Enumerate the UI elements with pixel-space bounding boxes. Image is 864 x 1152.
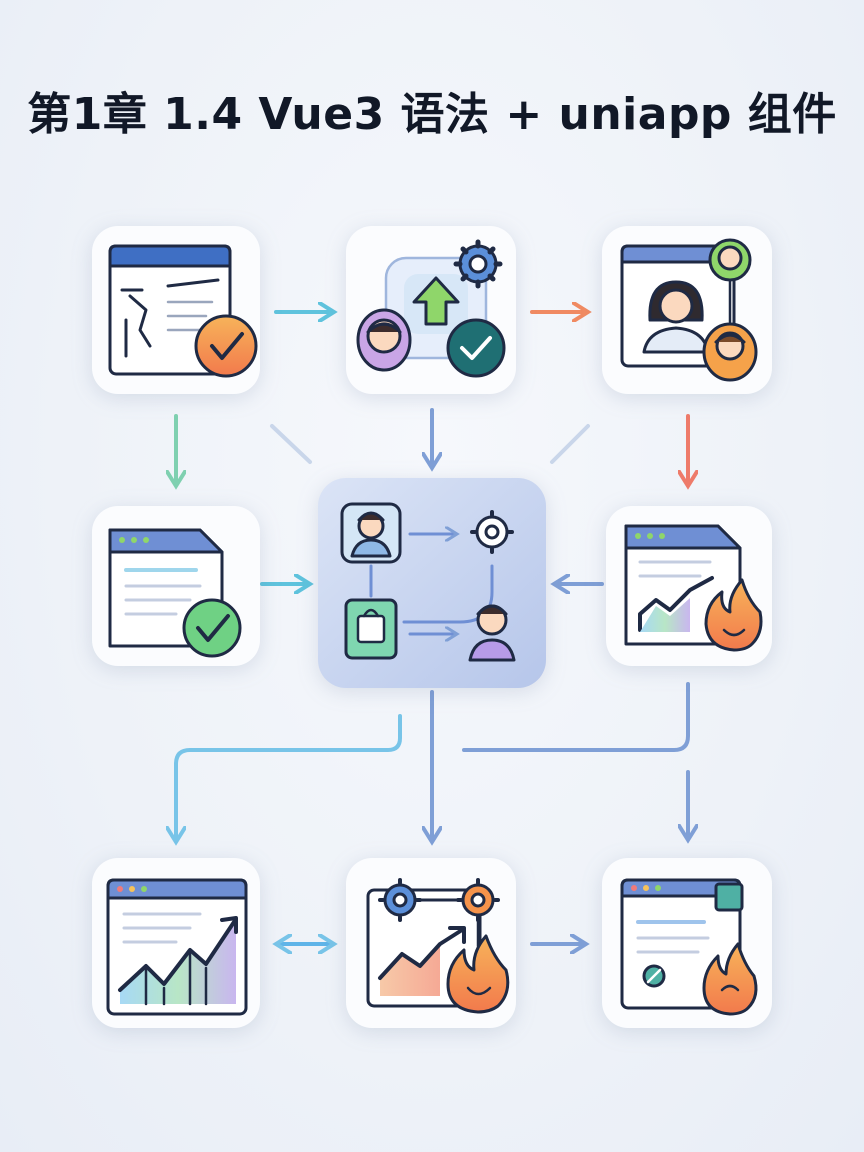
diag-3-hub <box>550 424 590 464</box>
small-avatar-icon <box>708 238 752 282</box>
arrow-6-9 <box>462 682 690 752</box>
gear-icon <box>456 878 500 922</box>
user-upload-gear-icon <box>356 239 506 378</box>
fire-icon <box>702 942 758 1016</box>
component-hub-icon <box>340 502 516 662</box>
gear-icon <box>453 239 503 289</box>
diag-1-hub <box>270 424 312 464</box>
gear-icon <box>470 510 514 554</box>
trend-chart-fire-icon <box>624 524 763 652</box>
arrow-hub-7 <box>176 714 402 838</box>
fire-icon <box>704 578 763 652</box>
connectors <box>176 312 688 944</box>
document-fire-icon <box>620 878 758 1016</box>
page-title: 第1章 1.4 Vue3 语法 + uniapp 组件 <box>27 89 837 140</box>
woman-avatar-icon <box>642 280 710 354</box>
user-profiles-icon <box>620 238 758 382</box>
fire-icon <box>446 934 510 1014</box>
man-avatar-icon <box>702 322 758 382</box>
avatar-icon <box>356 308 412 372</box>
check-icon <box>446 318 506 378</box>
settings-chart-fire-icon <box>366 878 510 1014</box>
document-check-icon <box>108 528 242 658</box>
code-document-check-icon <box>108 244 258 378</box>
growth-chart-icon <box>106 878 248 1016</box>
user-avatar-icon <box>468 604 516 662</box>
